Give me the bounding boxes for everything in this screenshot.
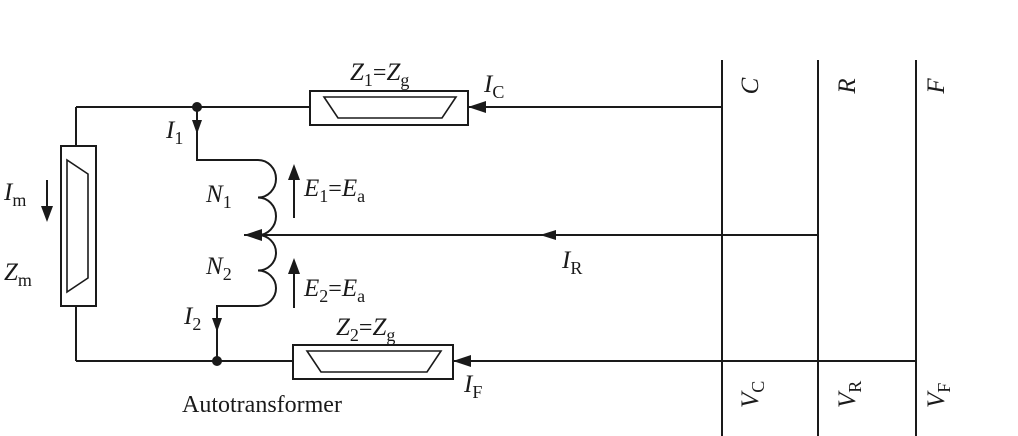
if-label: IF xyxy=(463,371,482,402)
ir-arrowhead xyxy=(244,229,262,241)
e2-arrowhead xyxy=(288,258,300,274)
coil-n1 xyxy=(257,159,277,236)
bus-c-label: C xyxy=(737,77,764,94)
ic-label: IC xyxy=(483,71,504,102)
z2-equals-zg-label: Z2=Zg xyxy=(336,314,395,345)
top-junction-dot xyxy=(192,102,202,112)
upper-winding-lead xyxy=(196,107,258,161)
autotransformer-caption: Autotransformer xyxy=(182,392,342,418)
lower-winding-lead xyxy=(216,305,258,361)
z2-impedance-box xyxy=(292,344,454,380)
i2-label: I2 xyxy=(183,303,201,334)
vf-label: VF xyxy=(923,383,954,408)
bus-f-label: F xyxy=(923,78,950,95)
coil-n2 xyxy=(257,234,277,307)
i2-arrowhead xyxy=(212,318,222,332)
n1-label: N1 xyxy=(205,181,232,212)
e1-arrowhead xyxy=(288,164,300,180)
ic-arrowhead xyxy=(468,101,486,113)
ir-mid-arrowhead xyxy=(540,230,556,240)
n2-label: N2 xyxy=(205,253,232,284)
zm-impedance-box xyxy=(60,145,97,307)
ir-label: IR xyxy=(561,247,582,278)
e2-equals-ea-label: E2=Ea xyxy=(303,275,365,306)
zm-label: Zm xyxy=(4,259,32,290)
if-arrowhead xyxy=(453,355,471,367)
im-arrowhead xyxy=(41,206,53,222)
z1-impedance-box xyxy=(309,90,469,126)
i1-arrowhead xyxy=(192,120,202,134)
z1-equals-zg-label: Z1=Zg xyxy=(350,59,409,90)
bus-r-label: R xyxy=(834,78,861,94)
zm-impedance-symbol xyxy=(66,158,89,294)
z1-impedance-symbol xyxy=(322,96,458,119)
vc-label: VC xyxy=(737,381,768,408)
im-label: Im xyxy=(3,179,26,210)
bottom-junction-dot xyxy=(212,356,222,366)
i1-label: I1 xyxy=(165,117,183,148)
z2-impedance-symbol xyxy=(305,350,443,373)
e1-equals-ea-label: E1=Ea xyxy=(303,175,365,206)
vr-label: VR xyxy=(834,381,865,408)
